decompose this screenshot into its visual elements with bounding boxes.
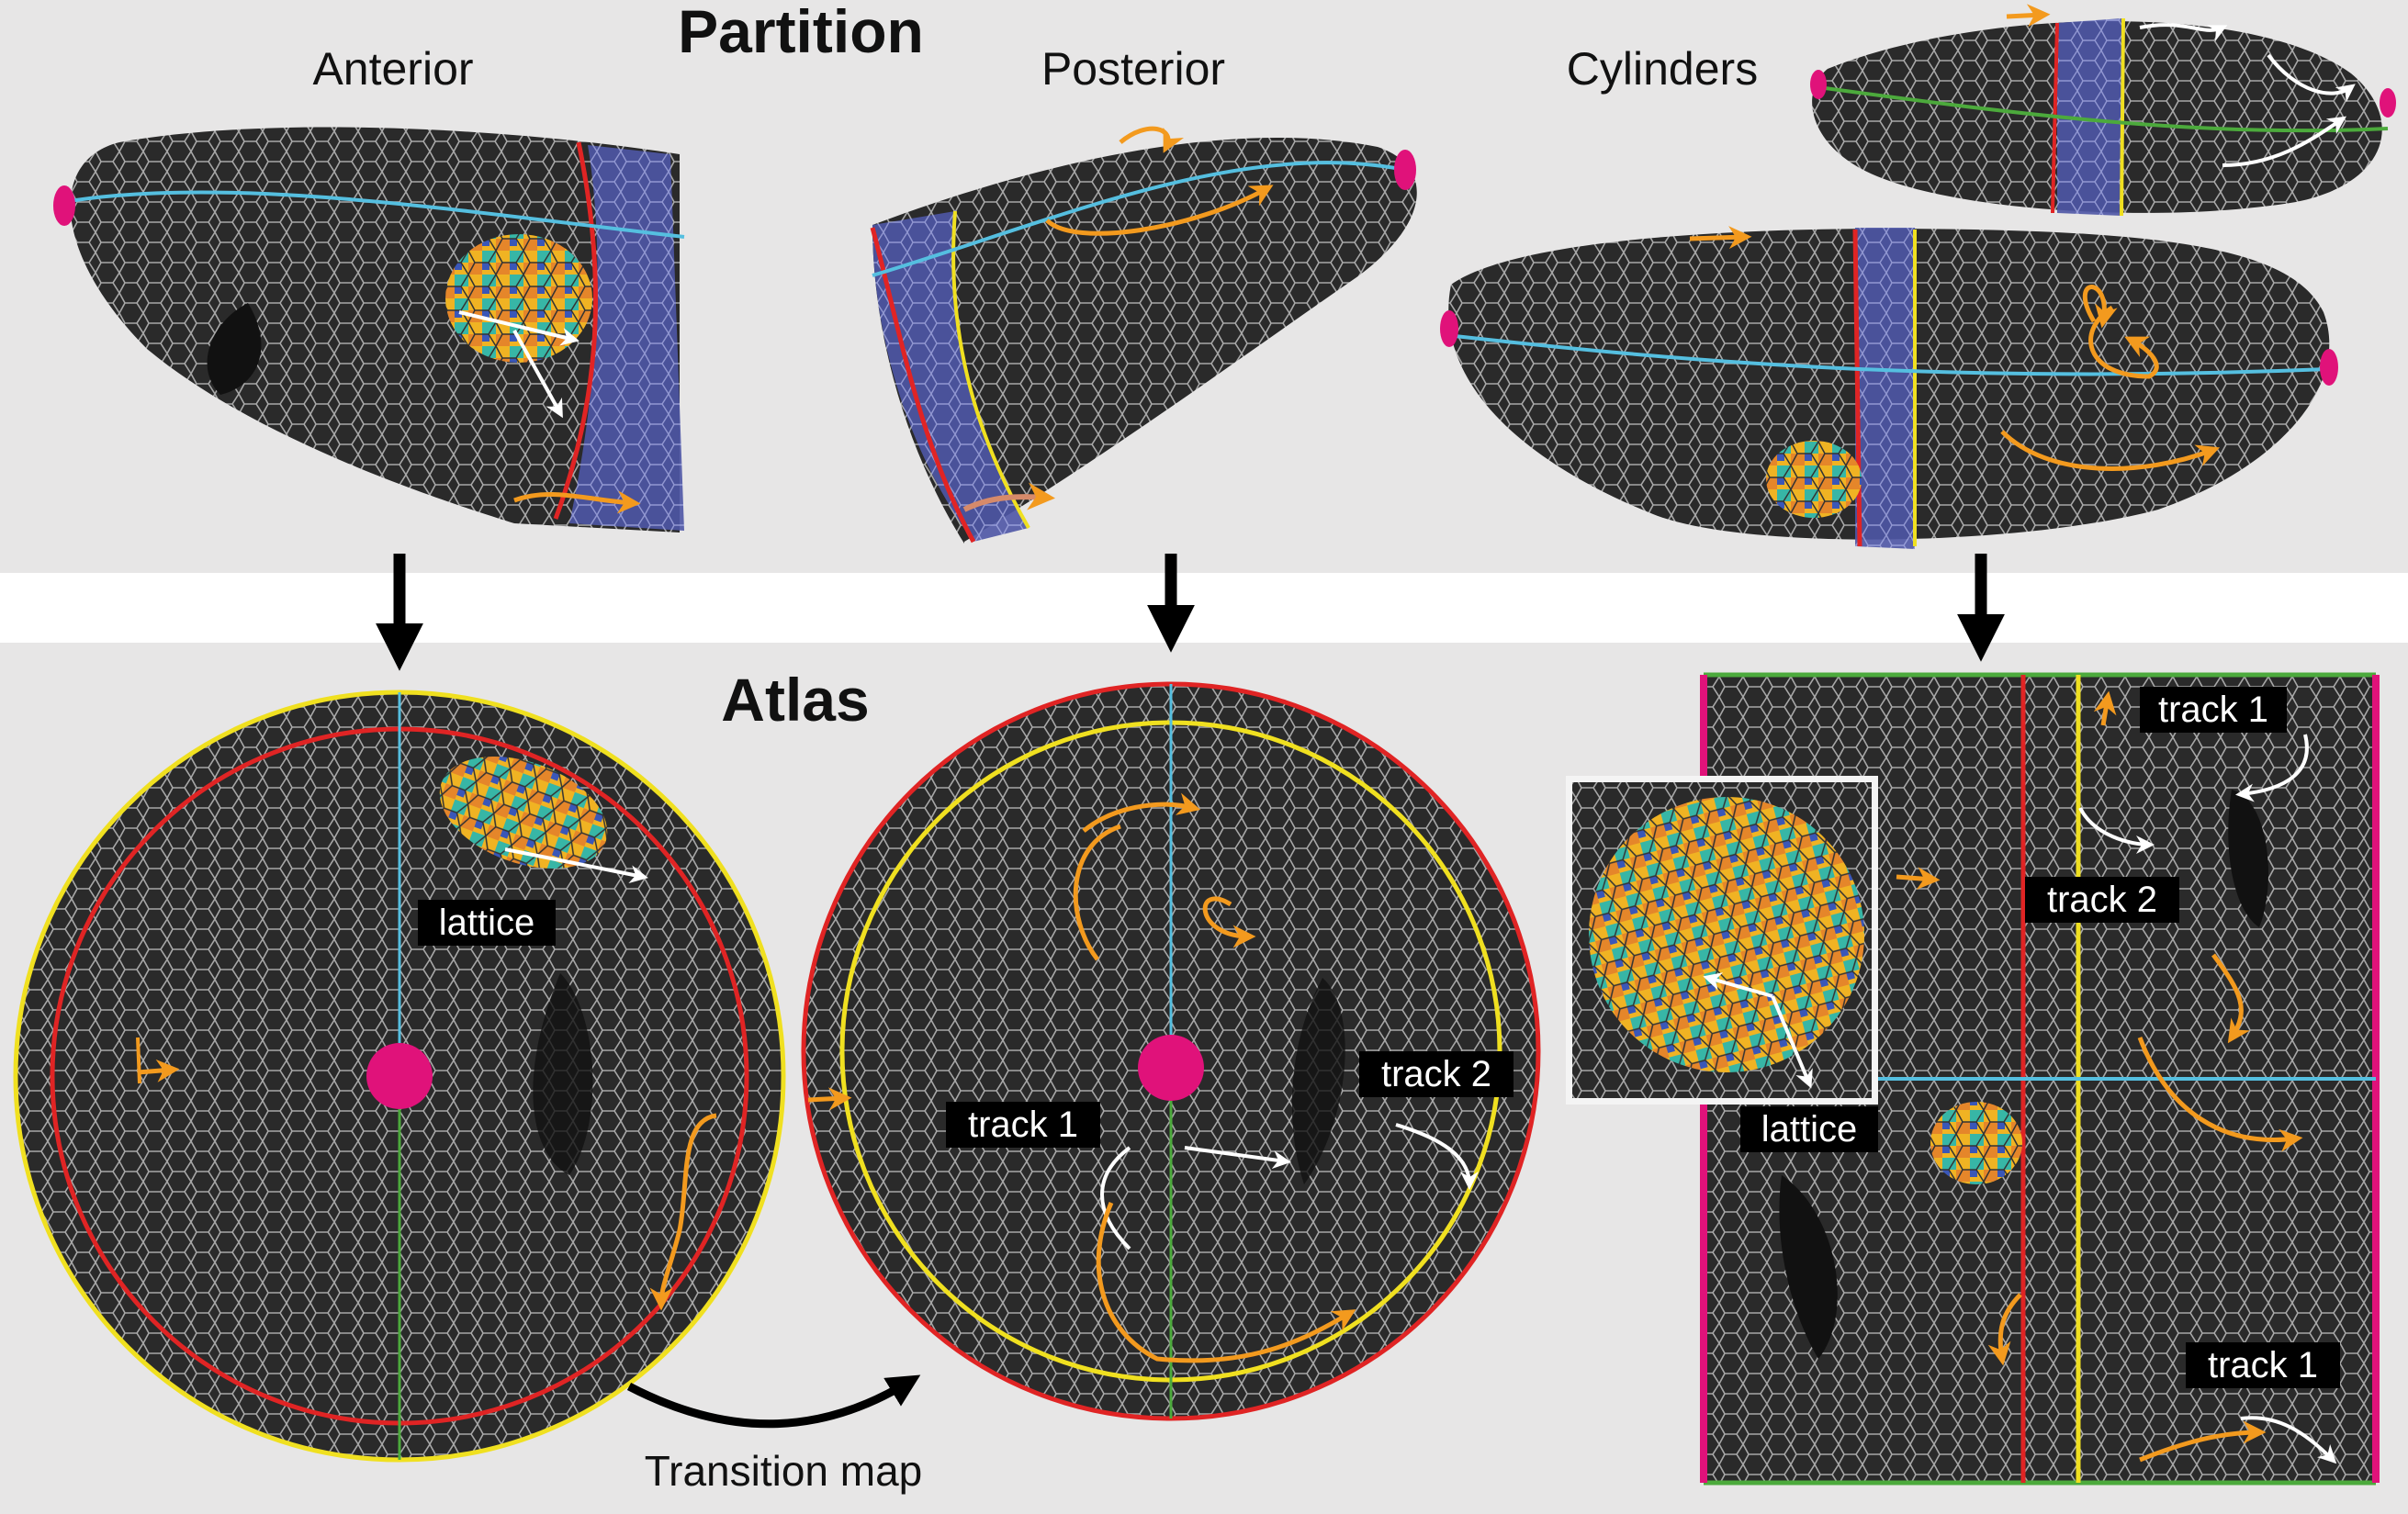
anterior-lattice-patch xyxy=(445,234,592,363)
posterior-embryo xyxy=(870,126,1417,544)
cyl-track1-top-tag xyxy=(2140,687,2287,733)
anterior-embryo xyxy=(53,127,685,533)
anterior-label: Anterior xyxy=(312,43,473,95)
cyl-lattice-tag xyxy=(1740,1106,1878,1152)
cyl-track1-bottom-text: track 1 xyxy=(2208,1345,2318,1385)
cylinder-1-embryo xyxy=(1810,4,2396,217)
transition-map-label: Transition map xyxy=(645,1447,923,1495)
cylinders-label: Cylinders xyxy=(1567,43,1758,95)
cyl-lattice-text: lattice xyxy=(1761,1109,1858,1150)
posterior-track1-text: track 1 xyxy=(968,1105,1078,1145)
posterior-track1-tag xyxy=(946,1102,1100,1148)
anterior-lattice-tag xyxy=(418,900,556,946)
cylinder-2-embryo xyxy=(1440,226,2338,549)
posterior-track2-tag xyxy=(1359,1051,1513,1097)
posterior-pole-dot xyxy=(1394,150,1416,190)
posterior-track2-text: track 2 xyxy=(1381,1054,1491,1094)
cyl-track1-bottom-tag xyxy=(2186,1342,2340,1388)
down-arrows xyxy=(376,554,2005,671)
partition-title: Partition xyxy=(678,0,924,65)
anterior-pole-dot xyxy=(53,185,75,226)
anterior-lattice-text: lattice xyxy=(439,903,535,943)
atlas-title: Atlas xyxy=(721,666,869,734)
posterior-atlas-disc xyxy=(801,681,1541,1421)
posterior-atlas-pole xyxy=(1138,1035,1204,1101)
cyl-track2-tag xyxy=(2025,877,2179,923)
anterior-atlas-pole xyxy=(366,1043,433,1109)
lattice-inset xyxy=(1566,776,1878,1105)
cyl-track1-top-text: track 1 xyxy=(2158,690,2268,730)
transition-map-arrow xyxy=(626,1374,921,1429)
cyl-track2-text: track 2 xyxy=(2047,880,2157,920)
posterior-label: Posterior xyxy=(1041,43,1225,95)
anterior-atlas-disc xyxy=(13,690,786,1463)
